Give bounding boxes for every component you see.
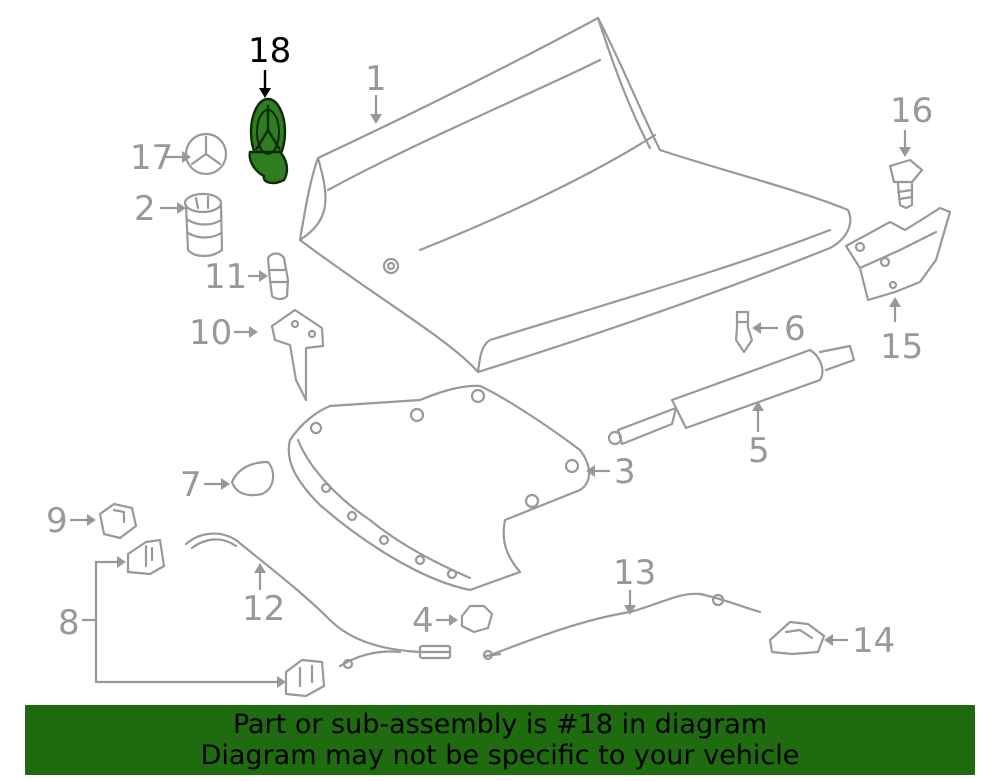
callout-10: 10 xyxy=(189,313,232,353)
callout-18: 18 xyxy=(248,31,291,71)
callout-3: 3 xyxy=(614,452,636,492)
part-5-gas-strut xyxy=(607,344,856,446)
callout-9: 9 xyxy=(46,501,68,541)
callout-16: 16 xyxy=(890,91,933,131)
part-11-pin xyxy=(266,252,290,301)
callout-14: 14 xyxy=(852,621,895,661)
part-14-handle xyxy=(768,620,826,656)
part-13-cable xyxy=(482,592,762,661)
banner-line-2: Diagram may not be specific to your vehi… xyxy=(200,740,800,771)
callout-11: 11 xyxy=(204,257,247,297)
part-4-clip xyxy=(460,604,494,634)
part-8-latch xyxy=(126,538,326,698)
part-6-ball-stud xyxy=(734,310,754,354)
callout-17: 17 xyxy=(130,138,173,178)
callout-7: 7 xyxy=(180,465,202,505)
callout-4: 4 xyxy=(412,601,434,641)
leaders xyxy=(70,70,911,688)
part-16-bolt xyxy=(888,158,924,210)
callout-2: 2 xyxy=(134,189,156,229)
part-7-cap xyxy=(230,460,275,497)
part-10-hinge xyxy=(270,308,325,402)
callout-13: 13 xyxy=(613,553,656,593)
callout-1: 1 xyxy=(365,59,387,99)
callout-12: 12 xyxy=(242,589,285,629)
info-banner: Part or sub-assembly is #18 in diagram D… xyxy=(25,705,975,775)
part-15-bracket xyxy=(844,206,952,302)
part-17-emblem xyxy=(184,132,228,176)
part-12-cable xyxy=(184,532,452,670)
callout-15: 15 xyxy=(880,327,923,367)
part-1-hood xyxy=(298,16,852,374)
part-3-insulator xyxy=(287,384,591,592)
part-9-clip xyxy=(98,502,138,540)
callout-5: 5 xyxy=(748,431,770,471)
banner-line-1: Part or sub-assembly is #18 in diagram xyxy=(232,709,768,740)
callout-6: 6 xyxy=(784,309,806,349)
callout-8: 8 xyxy=(58,603,80,643)
part-18-star-emblem xyxy=(248,97,289,185)
part-2-bumper xyxy=(183,192,224,258)
